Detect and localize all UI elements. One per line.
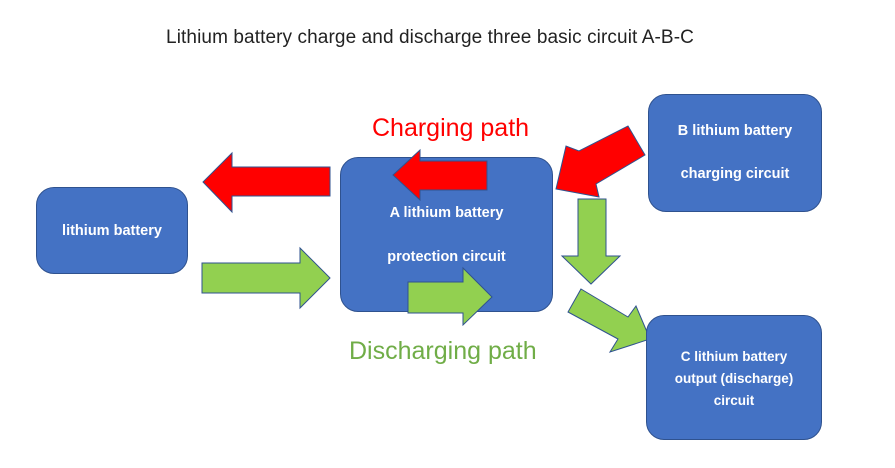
box-c-line-2: output (discharge) [674,371,794,386]
diagram-title: Lithium battery charge and discharge thr… [166,27,694,48]
charging-path-label: Charging path [372,114,530,142]
box-a-line-2: protection circuit [387,249,506,265]
charging-circuit-box-b: B lithium battery charging circuit [648,94,822,212]
box-b-line-1: B lithium battery [677,123,793,139]
output-circuit-box-c: C lithium battery output (discharge) cir… [646,315,822,440]
lithium-battery-label: lithium battery [62,223,162,239]
box-a-line-1: A lithium battery [389,205,504,221]
discharge-inside-a-arrow [407,266,493,327]
charge-inside-a-arrow [392,148,488,202]
discharging-path-label: Discharging path [349,337,537,365]
box-c-line-3: circuit [713,393,755,408]
discharge-down-arrow [560,198,622,285]
box-b-line-2: charging circuit [680,166,790,182]
charge-b-to-a-arrow [555,125,646,198]
charge-a-to-battery-arrow [202,151,331,214]
box-c-line-1: C lithium battery [680,349,788,364]
discharge-battery-to-a-arrow [201,246,331,310]
discharge-a-to-c-arrow [567,288,651,353]
lithium-battery-box: lithium battery [36,187,188,274]
